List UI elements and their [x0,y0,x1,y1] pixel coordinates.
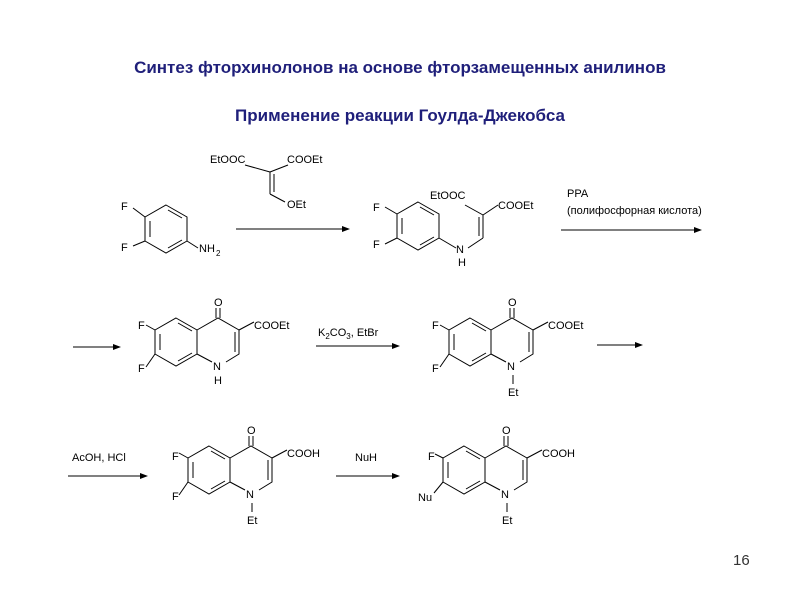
page-number: 16 [733,552,750,569]
quinolone-n-ethyl-ester-structure: O COOEt F F N Et [432,297,583,399]
oxygen-label: O [247,425,256,437]
ethyl-label: Et [508,387,518,399]
fluoroquinolone-product-structure: O COOH F Nu N Et [418,425,575,527]
reaction-arrow [73,344,121,350]
hydrogen-label: H [214,375,222,387]
amine-label: NH [199,243,215,255]
ester-label: EtOOC [210,154,246,166]
reagent-nuh: NuH [355,452,377,464]
ethoxymethylenemalonate-structure: EtOOC COOEt OEt [210,154,322,211]
fluorine-label: F [432,363,439,375]
ester-label: COOEt [548,320,583,332]
fluorine-label: F [121,201,128,213]
fluorine-label: F [138,363,145,375]
difluoroaniline-structure: F F NH 2 [121,201,221,258]
fluorine-label: F [172,451,179,463]
reagent-ppa-name: (полифосфорная кислота) [567,205,702,217]
fluorine-label: F [121,242,128,254]
carboxyl-label: COOH [542,448,575,460]
fluorine-label: F [428,451,435,463]
reaction-arrow [236,226,350,232]
nitrogen-label: N [456,244,464,256]
anilinomethylenemalonate-structure: F F N H EtOOC COOEt [373,190,533,269]
fluorine-label: F [432,320,439,332]
nitrogen-label: N [507,361,515,373]
ethoxy-label: OEt [287,199,306,211]
slide-subtitle: Применение реакции Гоулда-Джекобса [235,106,565,125]
reaction-arrow [597,342,643,348]
nitrogen-label: N [213,361,221,373]
quinolone-nh-ester-structure: O COOEt F F N H [138,297,289,387]
hydrogen-label: H [458,257,466,269]
oxygen-label: O [502,425,511,437]
reaction-arrow [316,343,400,349]
ester-label: COOEt [254,320,289,332]
reaction-arrow [336,473,400,479]
slide-title: Синтез фторхинолонов на основе фторзамещ… [134,58,666,77]
reagent-ppa: PPA [567,188,589,200]
ethyl-label: Et [247,515,257,527]
fluorine-label: F [373,239,380,251]
oxygen-label: O [214,297,223,309]
reaction-arrow [68,473,148,479]
quinolone-n-ethyl-acid-structure: O COOH F F N Et [172,425,320,527]
ester-label: COOEt [287,154,322,166]
reagent-acoh-hcl: AcOH, HCl [72,452,126,464]
amine-subscript: 2 [216,249,221,258]
nitrogen-label: N [501,489,509,501]
ester-label: EtOOC [430,190,466,202]
fluorine-label: F [373,202,380,214]
ester-label: COOEt [498,200,533,212]
fluorine-label: F [172,491,179,503]
nucleophile-label: Nu [418,492,432,504]
fluorine-label: F [138,320,145,332]
nitrogen-label: N [246,489,254,501]
oxygen-label: O [508,297,517,309]
ethyl-label: Et [502,515,512,527]
reaction-arrow [561,227,702,233]
reagent-k2co3-etbr: K2CO3, EtBr [318,327,379,341]
carboxyl-label: COOH [287,448,320,460]
